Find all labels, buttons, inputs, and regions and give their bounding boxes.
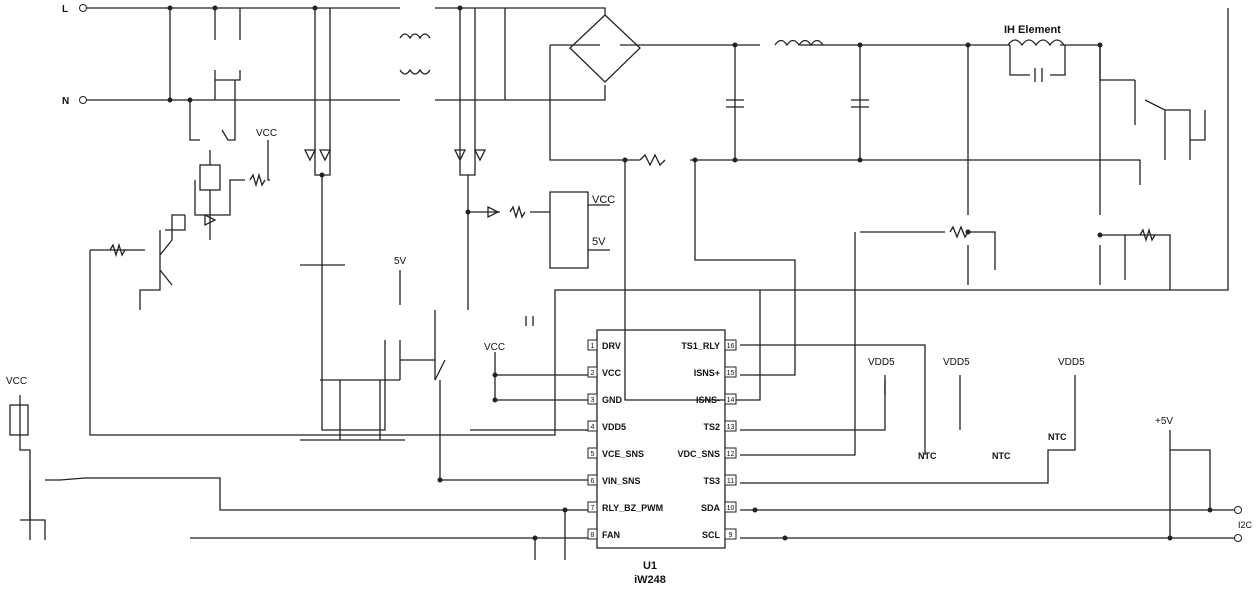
ic-pin-number: 2 — [591, 370, 595, 377]
sda-terminal — [1234, 506, 1242, 514]
ic-pin-label: RLY_BZ_PWM — [602, 503, 663, 513]
ic-pin-box — [587, 420, 598, 432]
vdd5-a-label: VDD5 — [868, 357, 895, 368]
ic-pin-box — [724, 474, 737, 486]
ntc-3-label: NTC — [1048, 432, 1067, 442]
ic-pin-number: 1 — [591, 343, 595, 350]
ic-pin-box — [724, 447, 737, 459]
ic-pin-number: 3 — [591, 397, 595, 404]
ic-pin-label: GND — [602, 395, 623, 405]
ic-part-number: iW248 — [634, 574, 666, 586]
ic-pin-number: 14 — [727, 397, 735, 404]
ic-pin-number: 6 — [591, 478, 595, 485]
ic-pin-number: 9 — [729, 532, 733, 539]
ic-pin-label: TS3 — [703, 476, 720, 486]
ic-pin-label: ISNS+ — [694, 368, 720, 378]
ic-pin-box — [724, 501, 737, 513]
scl-terminal — [1234, 534, 1242, 542]
ic-pins: 1 DRV 2 VCC 3 GND 4 VDD5 5 VCE_SNS 6 VIN_SNS 7 RLY_BZ… — [587, 339, 737, 540]
ic-pin-label: VCC — [602, 368, 622, 378]
ic-pin-label: DRV — [602, 341, 621, 351]
neutral-terminal-label: N — [62, 96, 69, 107]
vdd5-c-label: VDD5 — [1058, 357, 1085, 368]
v5-i2c-label: +5V — [1155, 416, 1173, 427]
ic-pin-box — [587, 528, 598, 540]
ic-pin-number: 5 — [591, 451, 595, 458]
ic-pin-label: ISNS- — [696, 395, 720, 405]
ic-pin-box — [587, 501, 598, 513]
ic-pin-label: SDA — [701, 503, 721, 513]
ic-pin-label: VIN_SNS — [602, 476, 641, 486]
ntc-1-label: NTC — [918, 451, 937, 461]
ih-element-label: IH Element — [1004, 24, 1061, 36]
ic-pin-number: 12 — [727, 451, 735, 458]
vcc-relay-label: VCC — [256, 128, 277, 139]
regulator-5v-label: 5V — [592, 236, 606, 248]
line-terminal-label: L — [62, 4, 68, 15]
ic-pin-number: 7 — [591, 505, 595, 512]
ic-pin-label: VDD5 — [602, 422, 626, 432]
ic-pin-box — [587, 474, 598, 486]
vcc-pin-label: VCC — [484, 342, 505, 353]
v5-driver-label: 5V — [394, 256, 407, 267]
line-terminal — [79, 4, 87, 12]
ic-pin-number: 11 — [727, 478, 734, 485]
ic-pin-label: TS1_RLY — [681, 341, 720, 351]
i2c-label: I2C — [1238, 520, 1253, 530]
regulator-vcc-label: VCC — [592, 194, 615, 206]
ic-pin-number: 16 — [727, 343, 735, 350]
ic-pin-number: 10 — [727, 505, 735, 512]
ic-pin-box — [587, 366, 598, 378]
ic-reference: U1 — [643, 560, 657, 572]
ic-pin-box — [724, 420, 737, 432]
ic-pin-box — [724, 528, 737, 540]
vdd5-b-label: VDD5 — [943, 357, 970, 368]
ic-pin-box — [587, 447, 598, 459]
ic-pin-number: 4 — [591, 424, 595, 431]
ic-pin-label: SCL — [702, 530, 721, 540]
components — [9, 14, 1156, 436]
neutral-terminal — [79, 96, 87, 104]
vcc-fan-label: VCC — [6, 376, 27, 387]
ic-pin-box — [587, 339, 598, 351]
wiring — [19, 7, 1235, 560]
ic-pin-box — [724, 393, 737, 405]
ic-pin-label: FAN — [602, 530, 620, 540]
junctions — [167, 5, 1213, 541]
ic-pin-label: TS2 — [703, 422, 720, 432]
ic-pin-box — [724, 366, 737, 378]
ic-pin-number: 15 — [727, 370, 735, 377]
ic-pin-number: 13 — [727, 424, 735, 431]
ntc-2-label: NTC — [992, 451, 1011, 461]
ic-pin-label: VCE_SNS — [602, 449, 644, 459]
ic-pin-number: 8 — [591, 532, 595, 539]
ic-pin-box — [587, 393, 598, 405]
ic-pin-label: VDC_SNS — [677, 449, 720, 459]
ic-pin-box — [724, 339, 737, 351]
